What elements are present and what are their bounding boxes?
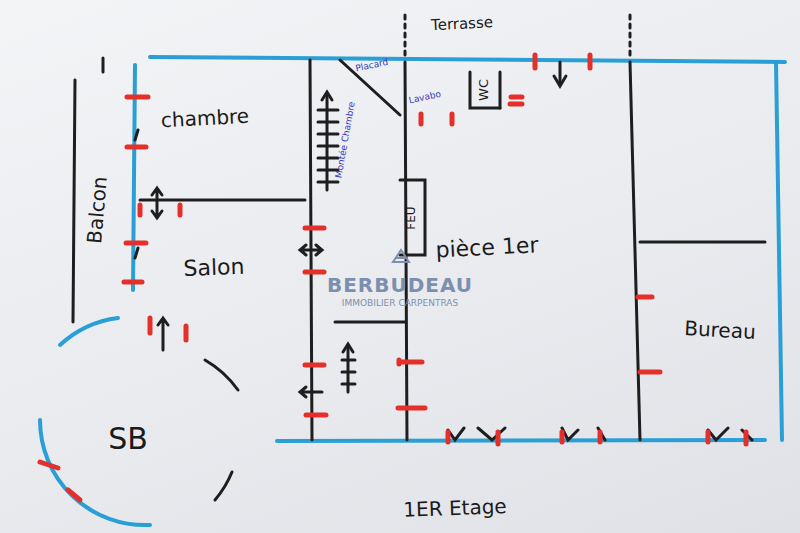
room-bedroom: chambre <box>137 60 309 198</box>
room-living: Salon <box>137 202 309 312</box>
balcony-label: Balcon <box>83 175 111 244</box>
fireplace-box: FEU <box>400 180 425 255</box>
watermark: BERBUDEAU <box>327 274 473 296</box>
room-name: Salon <box>183 255 245 281</box>
cupboard-label: Placard <box>355 58 390 75</box>
room-name: Bureau <box>684 317 756 343</box>
room-name: pièce 1er <box>431 233 542 263</box>
terrace-label: Terrasse <box>431 14 494 34</box>
wc-box: WC <box>470 72 500 108</box>
stairs-label: Montée Chambre <box>334 101 357 179</box>
sink-label: Lavabo <box>408 90 442 106</box>
room-name: WC <box>477 79 491 101</box>
watermark: IMMOBILIER CARPENTRAS <box>342 299 458 309</box>
room-name: chambre <box>160 105 249 132</box>
room-name: FEU <box>405 206 418 229</box>
room-bathroom: SB <box>35 315 245 525</box>
room-office: Bureau <box>641 244 776 439</box>
room-name: SB <box>108 422 148 455</box>
room-main: pièce 1er FEU WC <box>408 63 629 439</box>
floor-label: 1ER Etage <box>403 495 507 521</box>
